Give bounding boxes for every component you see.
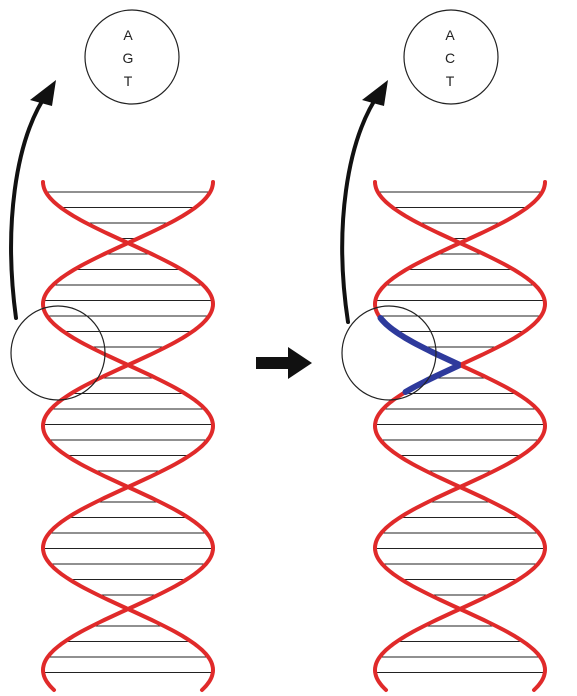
right-arrowhead-icon	[362, 80, 388, 106]
left-strand-a	[40, 180, 216, 692]
right-strand-b	[372, 180, 548, 692]
right-extraction-arrow	[340, 90, 382, 324]
left-rungs	[43, 191, 213, 674]
left-codon-letter-2: G	[123, 50, 134, 66]
transition-arrow-icon	[256, 347, 312, 379]
left-codon-letter-3: T	[124, 73, 133, 89]
left-codon-circle	[84, 9, 180, 105]
left-extraction-arrow	[9, 90, 50, 320]
right-codon-letter-3: T	[446, 73, 455, 89]
edited-segment	[377, 315, 461, 395]
left-codon-letter-1: A	[123, 27, 133, 43]
left-arrowhead-icon	[30, 80, 56, 106]
left-highlight-circle	[10, 305, 106, 401]
right-codon-letter-2: C	[445, 50, 455, 66]
right-dna-panel: A C T	[340, 9, 548, 692]
right-rungs	[375, 191, 545, 674]
right-highlight-circle	[341, 305, 437, 401]
right-strand-a	[372, 180, 548, 692]
right-codon-letter-1: A	[445, 27, 455, 43]
left-strand-b	[40, 180, 216, 692]
right-codon-circle	[403, 9, 499, 105]
left-dna-panel: A G T	[9, 9, 216, 692]
